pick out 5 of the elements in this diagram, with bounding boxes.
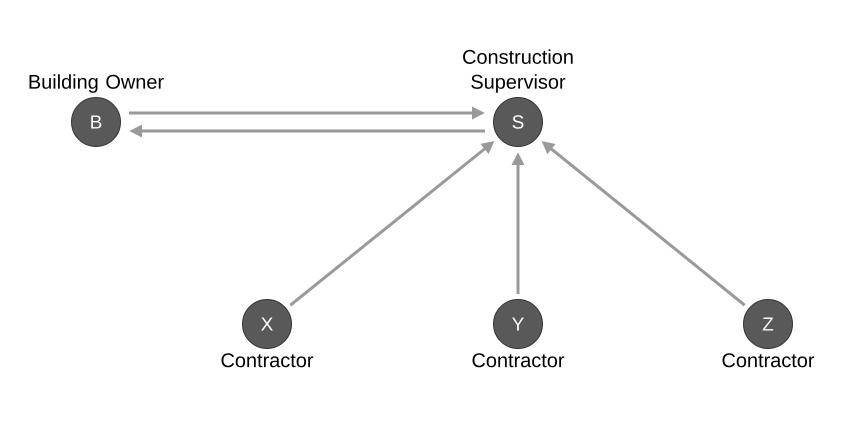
node-caption: Building Owner — [30, 74, 164, 93]
node-caption: Contractor — [222, 353, 314, 368]
node-caption: Contractor — [472, 353, 564, 368]
node-caption: Construction Supervisor — [463, 49, 573, 93]
node-caption: Contractor — [722, 353, 814, 368]
